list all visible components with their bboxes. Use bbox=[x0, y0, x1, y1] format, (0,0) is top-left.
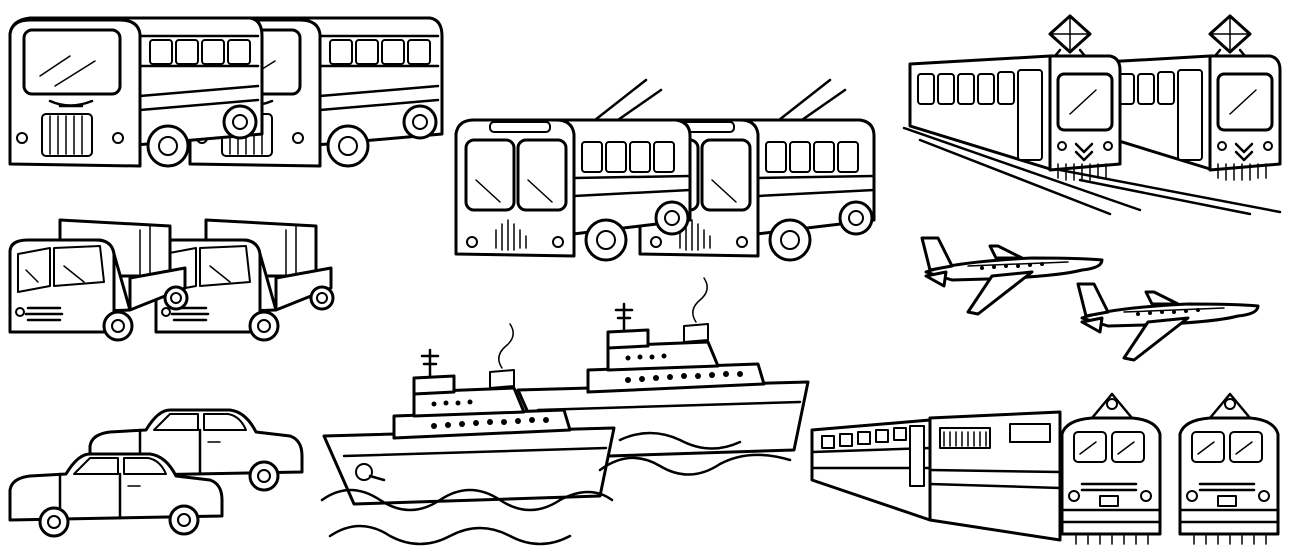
locomotive-back bbox=[1178, 392, 1280, 546]
locomotive-front bbox=[1060, 392, 1162, 546]
airplane-lower bbox=[1076, 282, 1260, 362]
tram-front bbox=[908, 14, 1122, 182]
sea-waves bbox=[320, 431, 792, 546]
train-carriage-middle bbox=[928, 410, 1062, 542]
train-carriage-rear bbox=[810, 418, 932, 522]
tram-rails bbox=[902, 126, 1282, 216]
airplane-upper bbox=[920, 236, 1104, 316]
